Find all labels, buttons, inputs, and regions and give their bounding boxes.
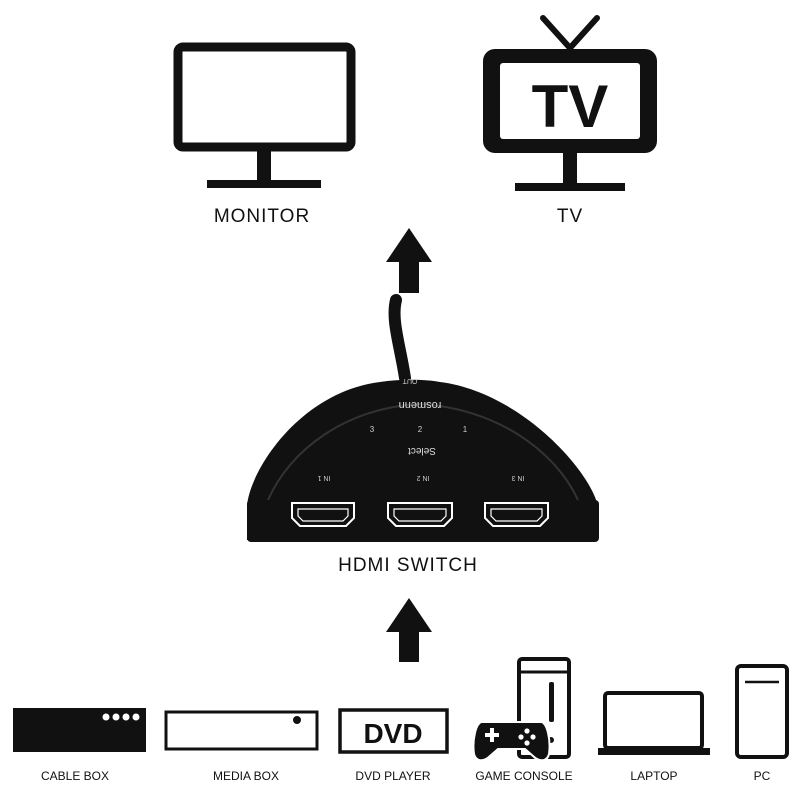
tv-icon: TV (483, 15, 657, 191)
hdmi-port-middle (387, 502, 453, 527)
port-number-2: 2 (418, 425, 423, 434)
hdmi-port-left (291, 502, 355, 527)
port-label-right: IN 3 (511, 474, 524, 481)
port-label-middle: IN 2 (416, 474, 429, 481)
arrow-up-icon (386, 228, 432, 293)
laptop-label: LAPTOP (630, 769, 677, 783)
port-number-1: 1 (463, 425, 468, 434)
game-console-label: GAME CONSOLE (475, 769, 572, 783)
tv-label: TV (557, 206, 583, 227)
monitor-icon (173, 42, 356, 188)
laptop-icon (598, 691, 710, 755)
dvd-badge-text: DVD (363, 718, 422, 749)
media-box-label: MEDIA BOX (213, 769, 279, 783)
tv-screen-text: TV (532, 73, 609, 140)
dvd-player-label: DVD PLAYER (355, 769, 430, 783)
hdmi-port-right (484, 502, 549, 527)
media-box-icon (164, 710, 319, 751)
switch-brand-text: rosmenn (399, 399, 442, 411)
pc-icon (735, 664, 789, 759)
switch-select-text: Select (408, 445, 436, 456)
arrow-up-icon (386, 598, 432, 662)
switch-out-text: OUT (402, 377, 418, 384)
cable-box-icon (13, 708, 146, 752)
dvd-player-icon: DVD (338, 708, 449, 754)
pc-label: PC (754, 769, 771, 783)
hdmi-switch-icon: rosmenn Select OUT 3 2 1 IN 1 IN 2 IN 3 (247, 294, 599, 542)
port-number-3: 3 (370, 425, 375, 434)
game-console-icon (472, 657, 571, 762)
monitor-label: MONITOR (214, 206, 310, 227)
port-label-left: IN 1 (317, 474, 330, 481)
hdmi-switch-label: HDMI SWITCH (338, 555, 478, 576)
cable-box-label: CABLE BOX (41, 769, 109, 783)
